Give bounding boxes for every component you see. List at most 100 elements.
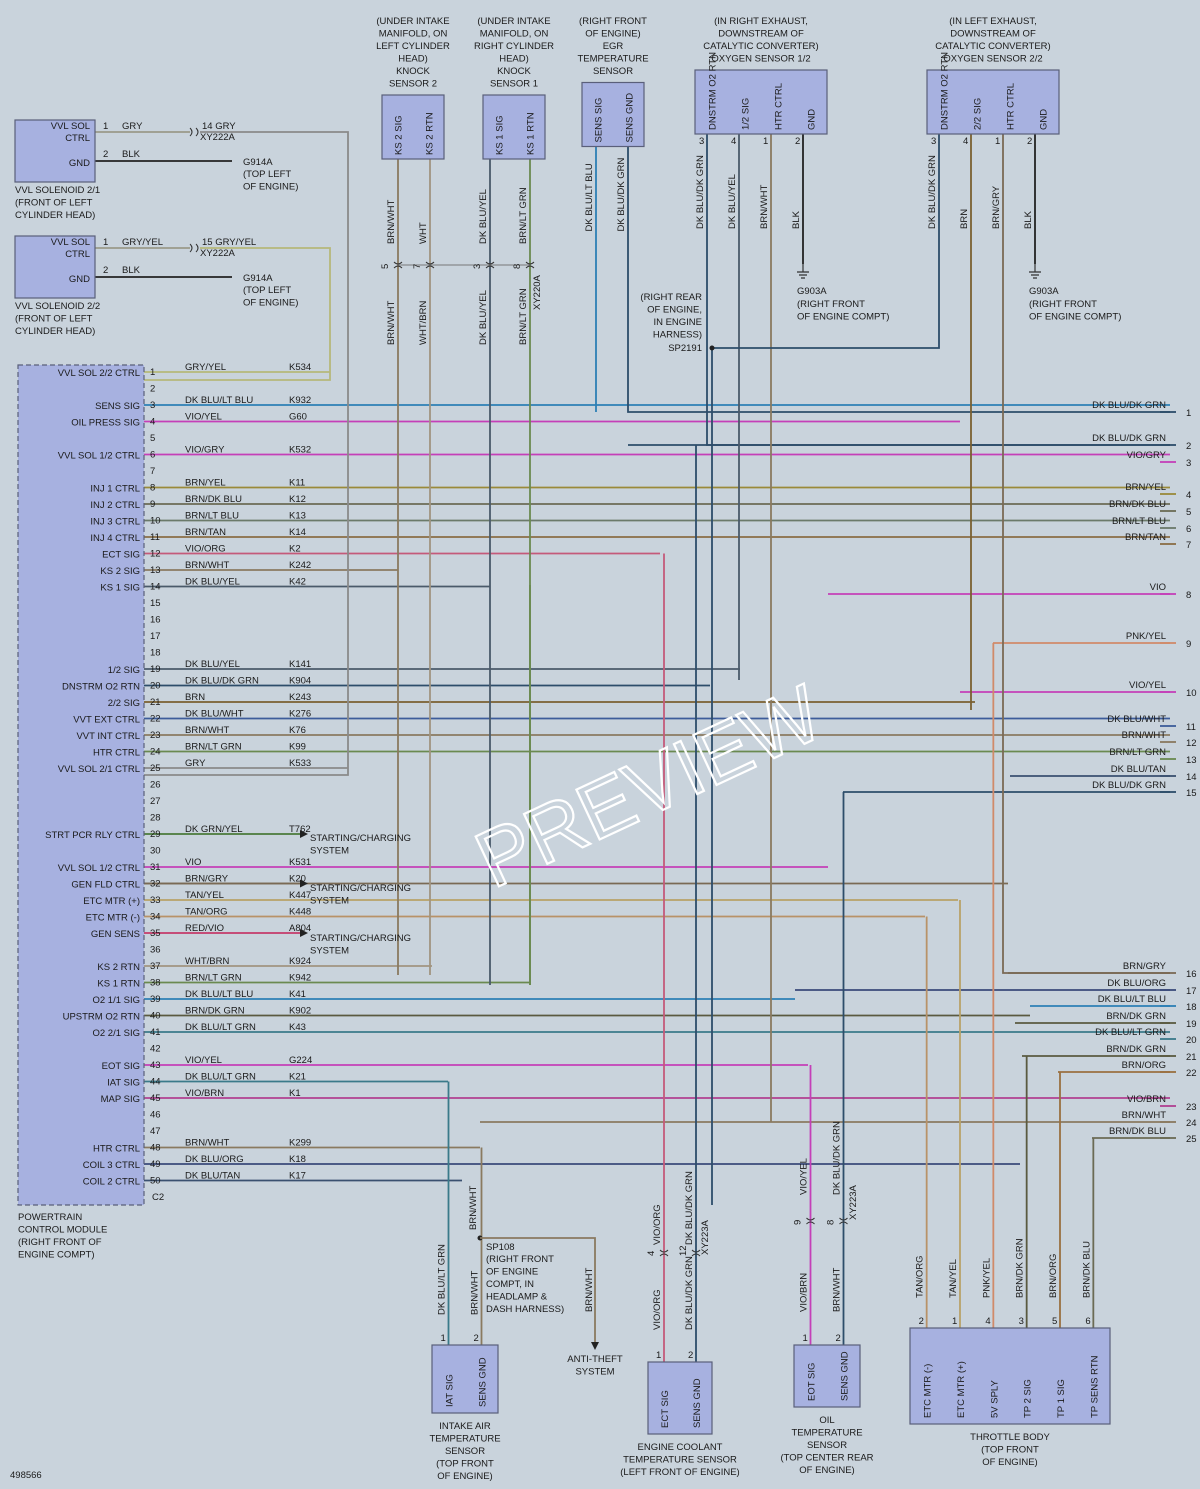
knock-sensor-1-pin-label: KS 1 RTN [526,112,537,155]
iat-sensor-pin-number: 2 [474,1333,479,1344]
wire-color-label: BRN [185,692,205,703]
starting-charging-label: SYSTEM [310,946,349,957]
pcm-pin-number: 8 [150,483,155,494]
circuit-id-label: K531 [289,857,311,868]
pcm-pin-number: 4 [150,417,155,428]
oxygen-sensor-22-pin-label: DNSTRM O2 RTN [940,52,951,130]
pcm-pin-number: 39 [150,994,161,1005]
wire-color-label: VIO [185,857,201,868]
inline-connector-icon [189,127,199,137]
circuit-id-label: K447 [289,890,311,901]
circuit-id-label: K276 [289,709,311,720]
knock-sensor-1-wire-label: BRN/LT GRN [518,288,529,345]
ect-sensor-name: ENGINE COOLANT [638,1442,723,1453]
pcm-pin-number: 47 [150,1126,161,1137]
right-connector-pin-number: 6 [1186,524,1191,535]
starting-charging-label: STARTING/CHARGING [310,883,411,894]
right-connector-pin-number: 7 [1186,540,1191,551]
pcm-pin-label: OIL PRESS SIG [71,418,140,429]
right-connector-pin-number: 12 [1186,738,1197,749]
egr-temp-sensor-desc: OF ENGINE) [585,29,640,40]
oxygen-sensor-12-wire-label: DK BLU/DK GRN [695,155,706,229]
circuit-id-label: K902 [289,1006,311,1017]
right-connector-wire-label: DK BLU/TAN [1111,764,1166,775]
right-connector-wire-label: BRN/ORG [1122,1060,1166,1071]
oxygen-sensor-22-pin-label: HTR CTRL [1006,83,1017,130]
ect-sensor-pin-label: ECT SIG [660,1390,671,1428]
oxygen-sensor-22-ground-desc: (RIGHT FRONT [1029,299,1097,310]
ect-sensor-box [647,1361,713,1435]
vvl-solenoid-21-inline-connector: XY222A [200,132,236,143]
component-layer [14,69,1111,1435]
throttle-body-pin-label: TP SENS RTN [1089,1355,1100,1418]
wire-color-label: DK BLU/LT BLU [185,989,253,1000]
wire-color-label: TAN/YEL [185,890,224,901]
sp2191-desc: (RIGHT REAR [640,292,702,303]
vvl-solenoid-21-wire-label: GRY [122,121,143,132]
throttle-body-pin-label: ETC MTR (-) [923,1364,934,1418]
knock-sensor-1-box [482,94,546,160]
throttle-body-pin-label: 5V SPLY [989,1379,1000,1418]
pcm-pin-number: 50 [150,1176,161,1187]
antitheft-label: ANTI-THEFT [567,1354,623,1365]
pcm-title: POWERTRAIN [18,1212,82,1223]
oxygen-sensor-12-pin-number: 4 [731,136,736,147]
starting-charging-label: STARTING/CHARGING [310,933,411,944]
pcm-pin-number: 10 [150,516,161,527]
right-connector-pin-number: 18 [1186,1002,1197,1013]
circuit-id-label: K76 [289,725,306,736]
pcm-pin-label: O2 1/1 SIG [92,995,140,1006]
pcm-pin-label: INJ 4 CTRL [90,533,140,544]
right-connector-pin-number: 9 [1186,639,1191,650]
pcm-pin-number: 1 [150,367,155,378]
ect-sensor-pin-label: SENS GND [692,1378,703,1428]
vvl-solenoid-21-box [14,119,96,183]
throttle-body-pin-label: TP 1 SIG [1056,1379,1067,1418]
throttle-wire-label: TAN/YEL [948,1259,959,1298]
oxygen-sensor-22-ground-id: G903A [1029,286,1059,297]
circuit-id-label: K18 [289,1154,306,1165]
o2-12-dnstrm-wire [706,134,1170,446]
pcm-pin-label: MAP SIG [101,1094,140,1105]
oxygen-sensor-12-wire-label: BLK [791,210,802,229]
ect-inline-pin: 4 [646,1251,657,1256]
right-connector-pin-number: 5 [1186,507,1191,518]
knock-sensor-2-box [381,94,445,160]
oil-wire-label: VIO/YEL [799,1158,810,1195]
right-connector-wire-label: VIO [1150,582,1166,593]
pcm-pin-number: 30 [150,846,161,857]
iat-sensor-name: SENSOR [445,1446,485,1457]
ect-wire-label: VIO/ORG [652,1289,663,1330]
throttle-body-pin-number: 1 [952,1316,957,1327]
inline-connector-icon [485,261,495,269]
oil-temp-sensor-pin-number: 2 [836,1333,841,1344]
right-connector-pin-number: 2 [1186,441,1191,452]
oxygen-sensor-12-wire-label: DK BLU/YEL [727,174,738,229]
oxygen-sensor-22-pin-number: 2 [1027,136,1032,147]
sp2191-desc: HARNESS) [653,330,702,341]
antitheft-label: SYSTEM [575,1367,614,1378]
knock-sensor-1-desc: RIGHT CYLINDER [474,41,554,52]
circuit-id-label: K1 [289,1088,301,1099]
egr-temp-sensor-pin-label: SENS SIG [594,98,605,143]
throttle-wire-label: PNK/YEL [981,1258,992,1298]
throttle-body-pin-label: TP 2 SIG [1023,1379,1034,1418]
wire-color-label: BRN/GRY [185,874,229,885]
circuit-id-label: K141 [289,659,311,670]
inline-connector-icon [425,261,435,269]
circuit-id-label: K243 [289,692,311,703]
vvl-solenoid-22-pin-number: 1 [103,237,108,248]
pcm-title: (RIGHT FRONT OF [18,1237,102,1248]
vvl-solenoid-22-pin-label: VVL SOL [51,237,90,248]
right-connector-wire-label: BRN/TAN [1125,532,1166,543]
knock-sensor-2-wire-label: WHT/BRN [418,301,429,345]
ect-wire-label: VIO/ORG [652,1204,663,1245]
circuit-id-label: K99 [289,742,306,753]
wire-color-label: DK BLU/YEL [185,577,240,588]
wire-color-label: DK BLU/TAN [185,1171,240,1182]
oil-temp-sensor-name: OIL [819,1415,834,1426]
wire-color-label: VIO/BRN [185,1088,224,1099]
throttle-body-name: OF ENGINE) [982,1457,1037,1468]
circuit-id-label: K42 [289,577,306,588]
oxygen-sensor-12-wire-label: BRN/WHT [759,184,770,229]
